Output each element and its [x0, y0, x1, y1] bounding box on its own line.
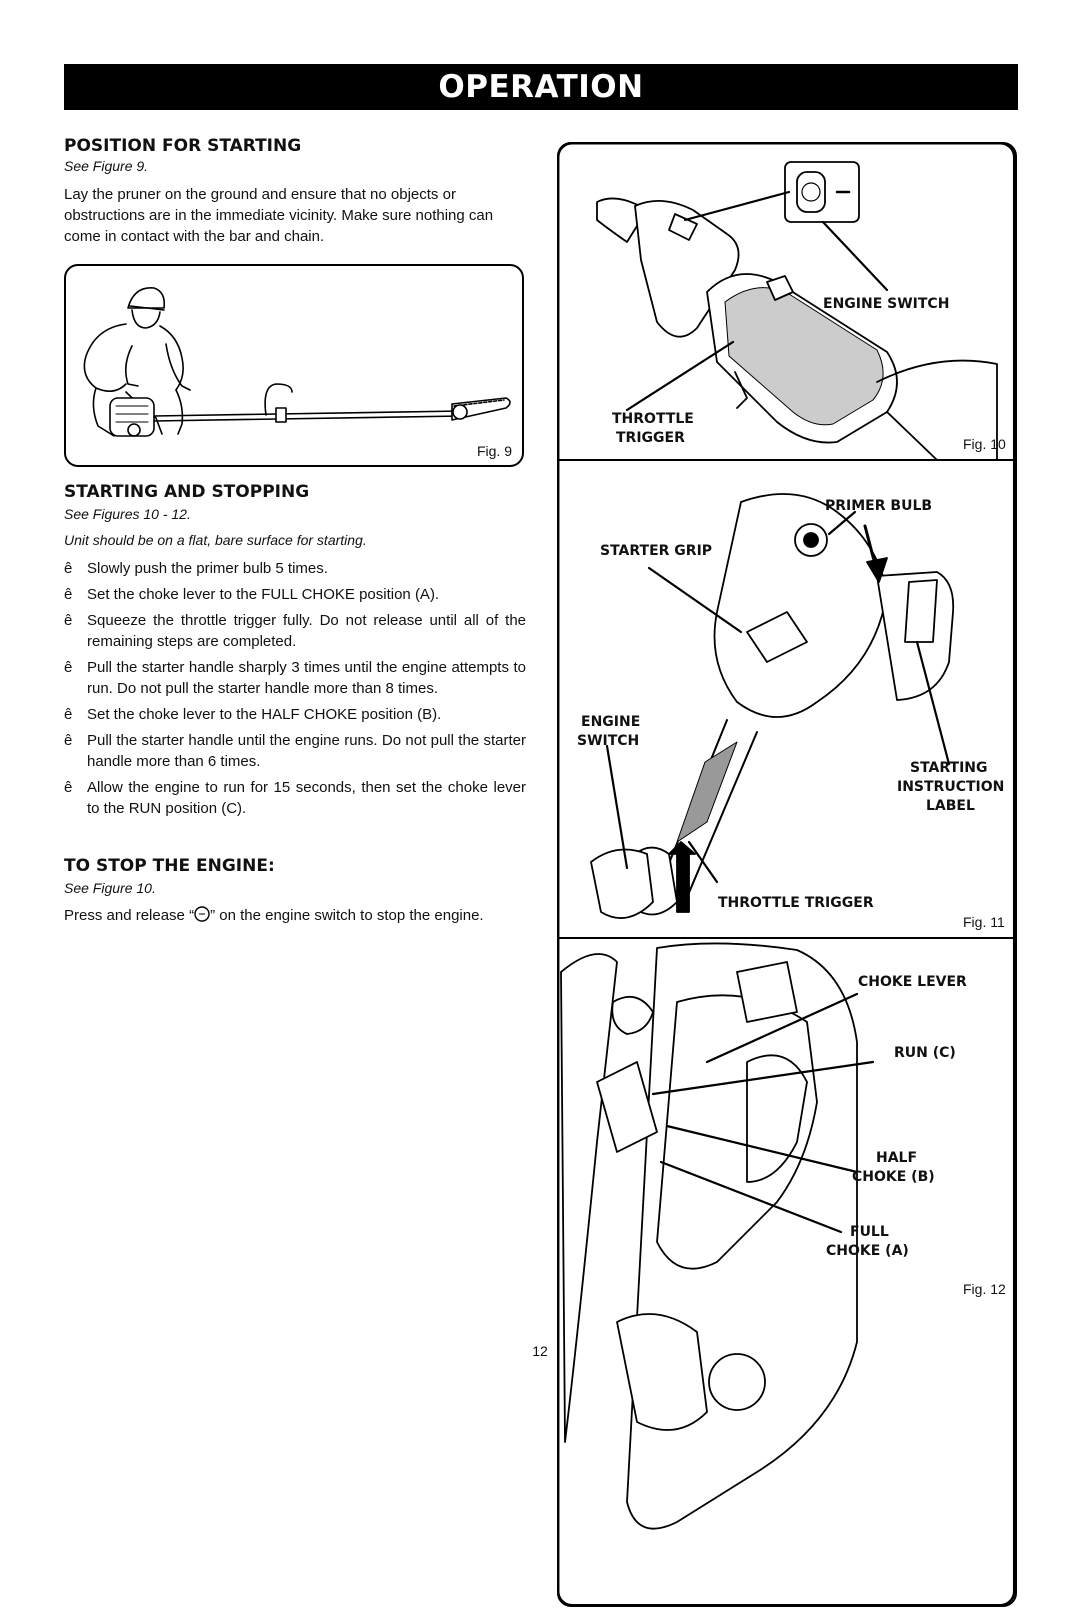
figure-9: Fig. 9: [64, 264, 524, 467]
figures-10-12-illustration: [557, 142, 1016, 1607]
bullet-mark: ê: [64, 779, 73, 796]
stop-body-end: ” on the engine switch to stop the engin…: [210, 907, 484, 924]
label-instruction: INSTRUCTION: [897, 779, 1005, 795]
section-banner: OPERATION: [64, 64, 1018, 110]
list-item: ê Pull the starter handle sharply 3 times…: [64, 657, 526, 699]
list-item: ê Allow the engine to run for 15 seconds,…: [64, 777, 526, 819]
list-item: ê Set the choke lever to the HALF CHOKE p…: [64, 704, 526, 725]
page-number: 12: [532, 1343, 548, 1359]
heading-to-stop-engine: TO STOP THE ENGINE:: [64, 856, 275, 876]
step-text: Squeeze the throttle trigger fully. Do n…: [87, 612, 526, 650]
bullet-mark: ê: [64, 732, 73, 749]
fig-9-caption: Fig. 9: [476, 443, 512, 459]
label-engine-switch: ENGINE SWITCH: [823, 296, 950, 312]
stop-symbol-icon: [194, 906, 210, 922]
label-run-c: RUN (C): [894, 1045, 956, 1061]
label-primer-bulb: PRIMER BULB: [825, 498, 933, 514]
label-half: HALF: [876, 1150, 918, 1166]
list-item: ê Slowly push the primer bulb 5 times.: [64, 558, 526, 579]
label-switch: SWITCH: [577, 733, 640, 749]
pruner-operator-illustration: [83, 287, 511, 437]
flat-surface-note: Unit should be on a flat, bare surface f…: [64, 532, 367, 548]
label-throttle-trigger: THROTTLE TRIGGER: [718, 895, 874, 911]
bullet-mark: ê: [64, 586, 73, 603]
label-choke-a: CHOKE (A): [826, 1243, 909, 1259]
bullet-mark: ê: [64, 659, 73, 676]
see-figure-10: See Figure 10.: [64, 880, 156, 896]
heading-starting-and-stopping: STARTING AND STOPPING: [64, 482, 310, 502]
label-label: LABEL: [926, 798, 975, 814]
label-starting: STARTING: [910, 760, 988, 776]
label-throttle: THROTTLE: [612, 411, 694, 427]
heading-position-for-starting: POSITION FOR STARTING: [64, 136, 302, 156]
label-starter-grip: STARTER GRIP: [600, 543, 713, 559]
fig-10-engine-switch-drawing: [596, 161, 998, 461]
bullet-mark: ê: [64, 612, 73, 629]
fig-11-engine-drawing: [590, 493, 955, 919]
step-text: Allow the engine to run for 15 seconds, …: [87, 779, 526, 817]
bullet-mark: ê: [64, 560, 73, 577]
step-text: Pull the starter handle sharply 3 times …: [87, 659, 526, 697]
label-full: FULL: [850, 1224, 889, 1240]
fig-10-caption: Fig. 10: [963, 436, 1006, 452]
fig-11-caption: Fig. 11: [963, 914, 1005, 930]
label-choke-lever: CHOKE LEVER: [858, 974, 967, 990]
list-item: ê Squeeze the throttle trigger fully. Do …: [64, 610, 526, 652]
step-text: Pull the starter handle until the engine…: [87, 732, 526, 770]
list-item: ê Pull the starter handle until the engin…: [64, 730, 526, 772]
list-item: ê Set the choke lever to the FULL CHOKE p…: [64, 584, 526, 605]
stop-body-start: Press and release “: [64, 907, 195, 924]
see-figure-9: See Figure 9.: [64, 158, 149, 174]
fig-12-caption: Fig. 12: [963, 1281, 1006, 1297]
step-text: Slowly push the primer bulb 5 times.: [87, 560, 328, 577]
stop-body: Press and release “ ” on the engine switc…: [64, 905, 526, 926]
see-figures-10-12: See Figures 10 - 12.: [64, 506, 191, 522]
bullet-mark: ê: [64, 706, 73, 723]
step-text: Set the choke lever to the FULL CHOKE po…: [87, 586, 440, 603]
label-engine: ENGINE: [581, 714, 641, 730]
label-trigger: TRIGGER: [616, 430, 685, 446]
step-text: Set the choke lever to the HALF CHOKE po…: [87, 706, 442, 723]
position-body: Lay the pruner on the ground and ensure …: [64, 186, 494, 245]
label-choke-b: CHOKE (B): [852, 1169, 935, 1185]
